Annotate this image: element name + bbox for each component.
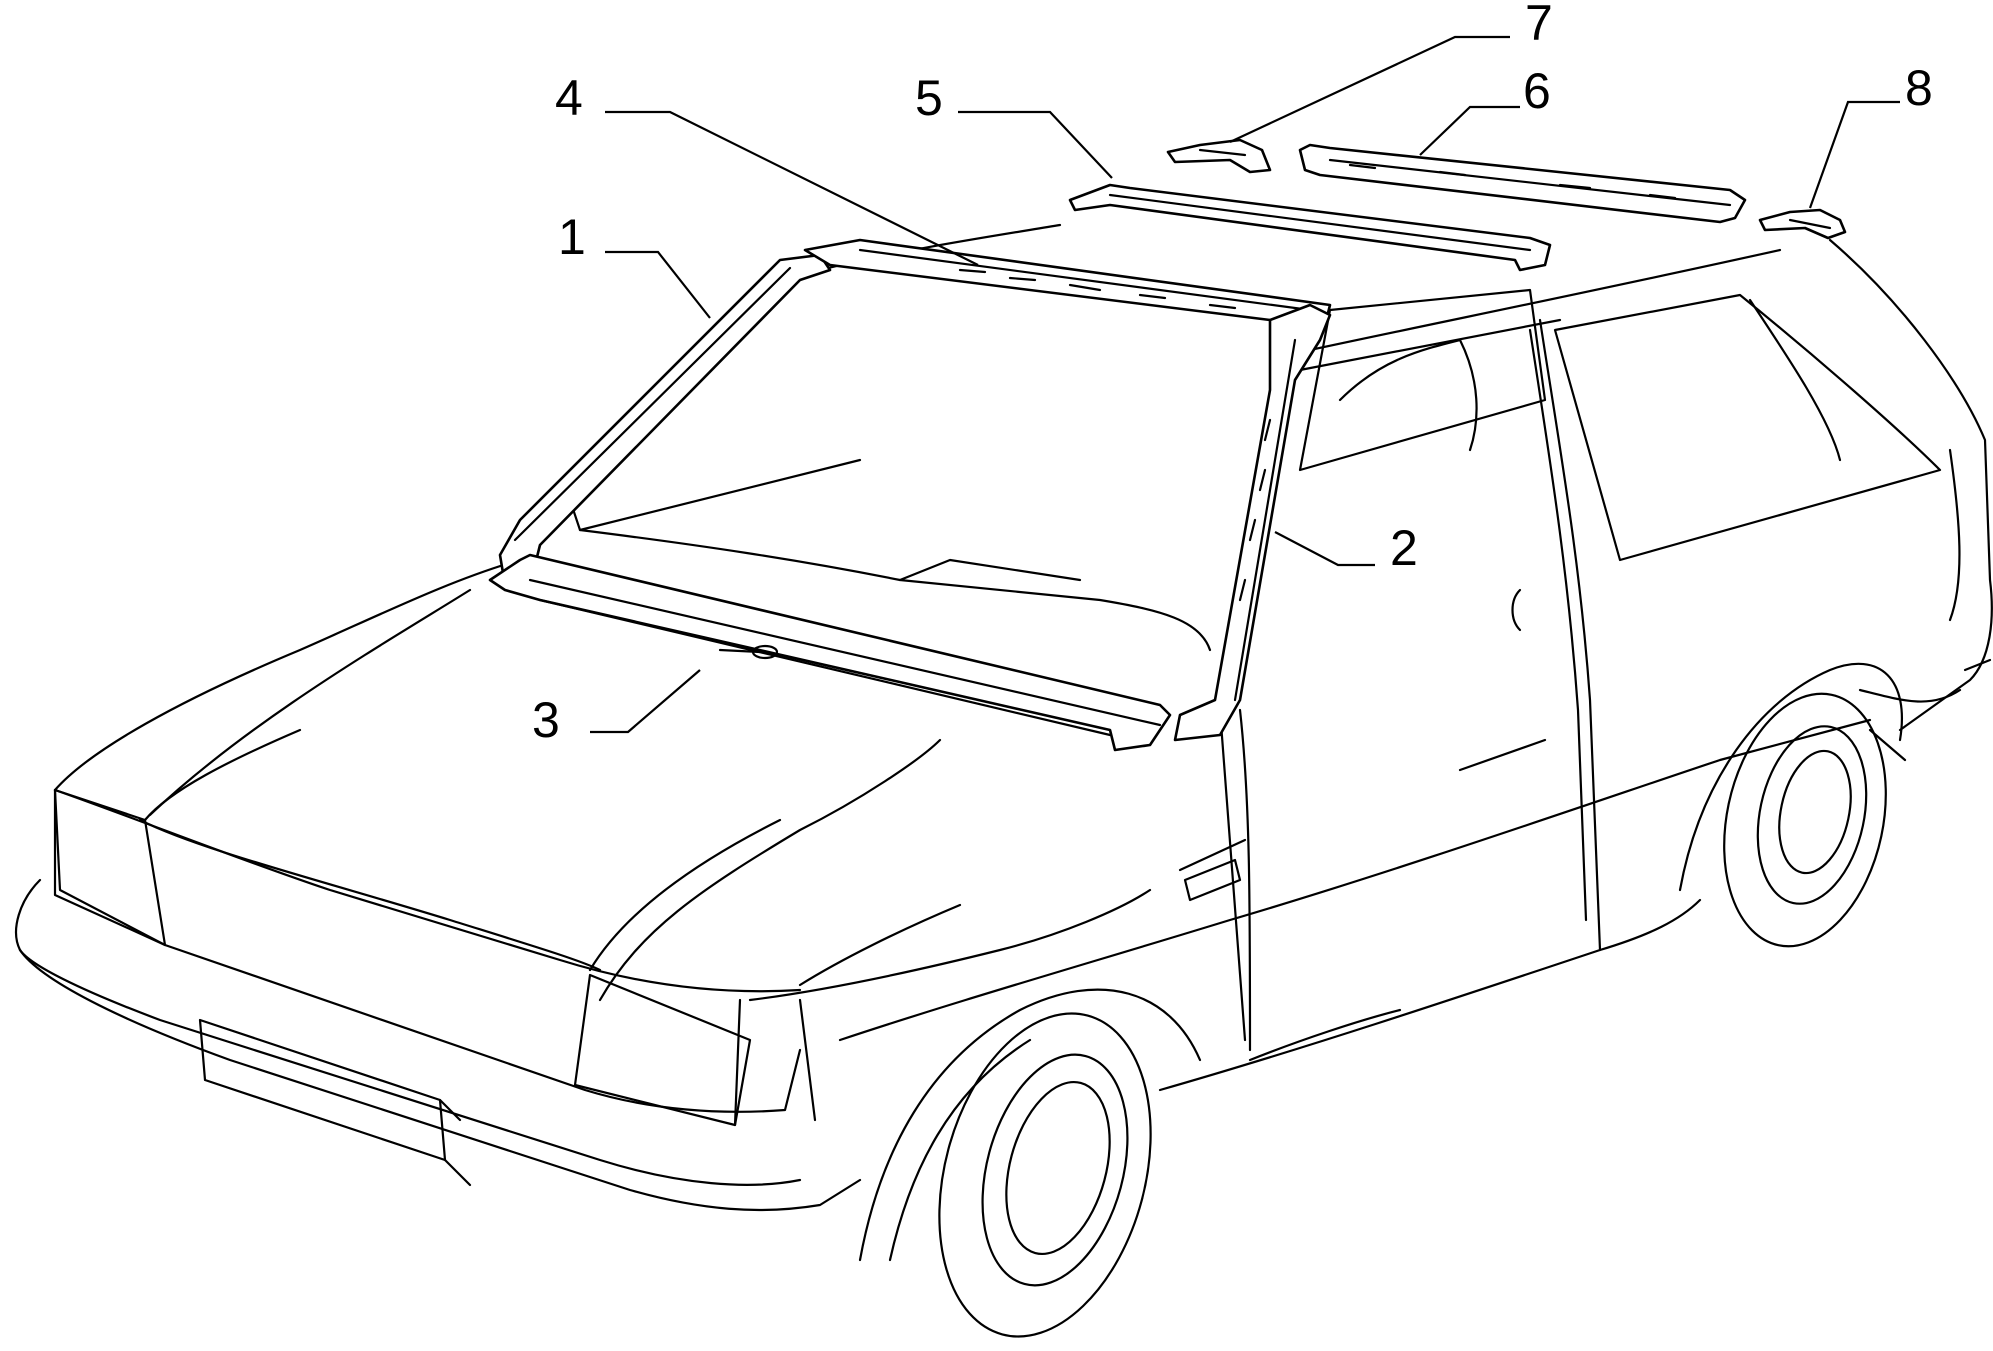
car-body-outline (15, 223, 1993, 1338)
leader-8 (1808, 100, 1900, 209)
leader-4 (605, 110, 979, 266)
part-8-rear-corner-bracket (1758, 208, 1847, 240)
leader-5 (958, 110, 1113, 179)
callout-6: 6 (1523, 63, 1551, 119)
highlighted-parts (488, 138, 1847, 752)
part-7-roof-bracket (1166, 138, 1272, 174)
leader-3 (590, 669, 701, 734)
part-2-right-a-pillar (1173, 303, 1332, 742)
callout-4: 4 (555, 70, 583, 126)
leader-1 (605, 250, 711, 319)
part-3-windshield-cowl (488, 553, 1172, 752)
callout-2: 2 (1390, 520, 1418, 576)
leader-7 (1229, 35, 1510, 143)
part-1-left-a-pillar (498, 253, 832, 587)
callout-3: 3 (532, 692, 560, 748)
part-6-rear-roof-rail (1298, 143, 1747, 224)
callout-labels: 1 2 3 4 5 6 7 8 (532, 0, 1933, 748)
callout-8: 8 (1905, 60, 1933, 116)
part-5-roof-rail (1068, 183, 1552, 272)
callout-5: 5 (915, 70, 943, 126)
leader-2 (1274, 531, 1375, 567)
callout-1: 1 (558, 209, 586, 265)
leader-6 (1419, 105, 1520, 156)
leader-lines (590, 35, 1900, 734)
callout-7: 7 (1525, 0, 1553, 51)
